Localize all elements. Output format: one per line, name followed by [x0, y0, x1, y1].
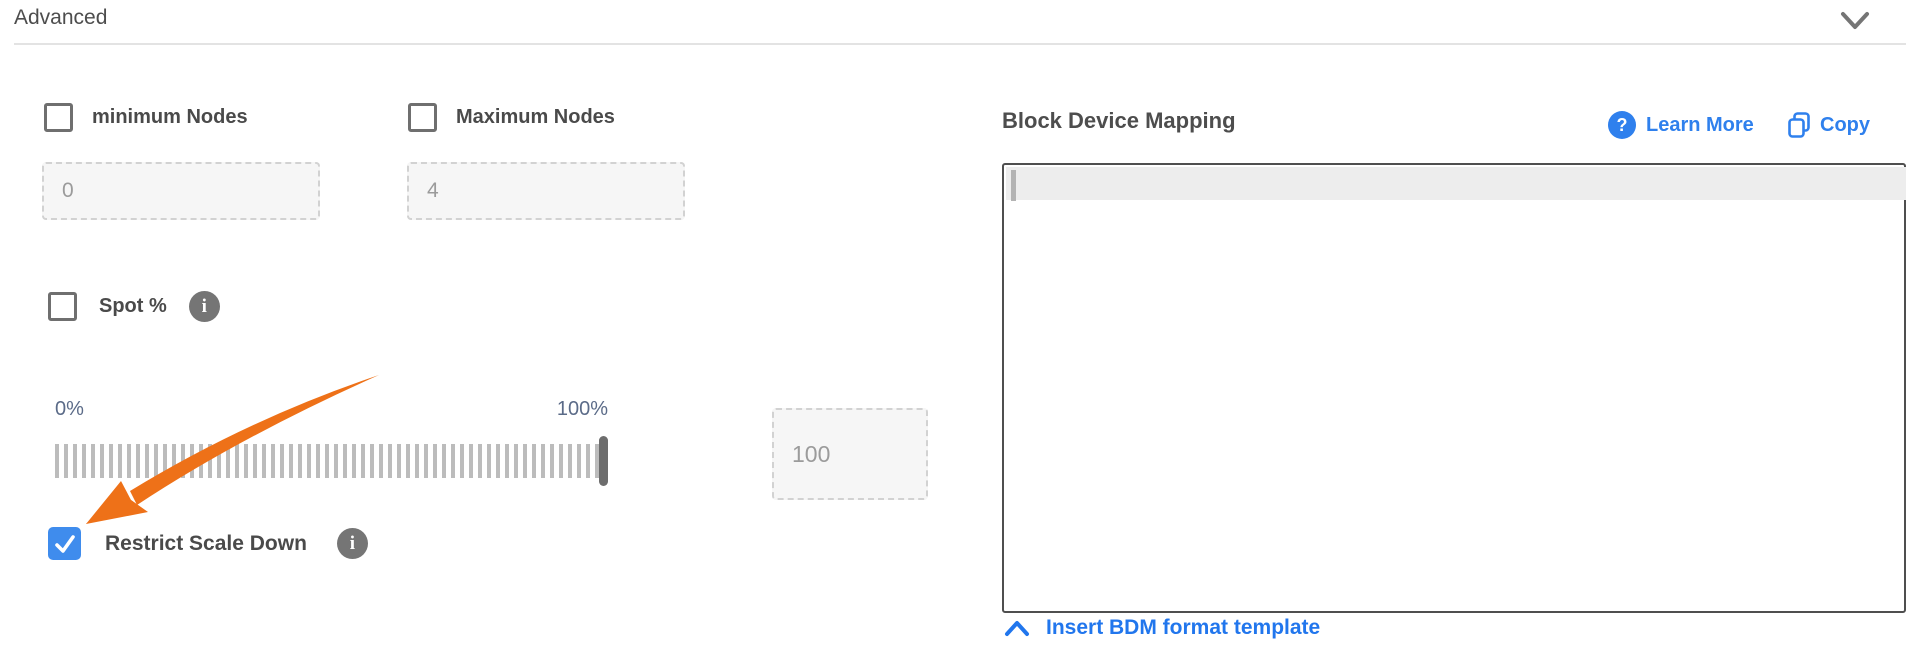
min-nodes-checkbox[interactable]: [44, 103, 73, 132]
spot-percentage-input[interactable]: [772, 408, 928, 500]
chevron-down-icon[interactable]: [1840, 10, 1870, 32]
slider-scale-labels: 0% 100%: [55, 398, 608, 421]
slider-min-label: 0%: [55, 398, 84, 420]
max-nodes-input[interactable]: [407, 162, 685, 220]
spot-percentage-slider[interactable]: [55, 444, 612, 478]
max-nodes-row: Maximum Nodes: [408, 103, 615, 132]
restrict-scale-down-label: Restrict Scale Down: [105, 531, 307, 555]
restrict-scale-down-checkbox[interactable]: [48, 527, 81, 560]
learn-more-label: Learn More: [1646, 113, 1754, 136]
copy-icon: [1788, 112, 1810, 138]
slider-max-label: 100%: [556, 398, 608, 420]
section-divider: [14, 43, 1906, 45]
checkmark-icon: [54, 534, 75, 553]
help-icon: ?: [1608, 111, 1636, 139]
info-icon[interactable]: i: [188, 291, 220, 322]
max-nodes-label: Maximum Nodes: [456, 106, 615, 128]
min-nodes-input[interactable]: [42, 162, 320, 220]
chevron-up-icon: [1005, 620, 1029, 636]
editor-active-line: [1006, 167, 1906, 201]
bdm-editor[interactable]: [1002, 163, 1906, 613]
info-icon[interactable]: i: [336, 528, 368, 559]
spot-percentage-checkbox[interactable]: [48, 292, 77, 321]
restrict-scale-down-row: Restrict Scale Down i: [48, 527, 368, 560]
min-nodes-label: minimum Nodes: [92, 106, 248, 128]
copy-label: Copy: [1820, 113, 1870, 136]
bdm-title: Block Device Mapping: [1002, 108, 1236, 133]
insert-bdm-template-label: Insert BDM format template: [1046, 616, 1321, 639]
learn-more-link[interactable]: ? Learn More: [1608, 111, 1754, 139]
slider-handle[interactable]: [599, 436, 608, 486]
spot-percentage-label: Spot %: [99, 295, 167, 317]
copy-button[interactable]: Copy: [1786, 111, 1870, 139]
insert-bdm-template-link[interactable]: Insert BDM format template: [1004, 616, 1320, 640]
spot-percentage-row: Spot % i: [48, 291, 220, 322]
section-title: Advanced: [14, 6, 108, 29]
max-nodes-checkbox[interactable]: [408, 103, 437, 132]
editor-cursor: [1011, 170, 1016, 201]
min-nodes-row: minimum Nodes: [44, 103, 248, 132]
